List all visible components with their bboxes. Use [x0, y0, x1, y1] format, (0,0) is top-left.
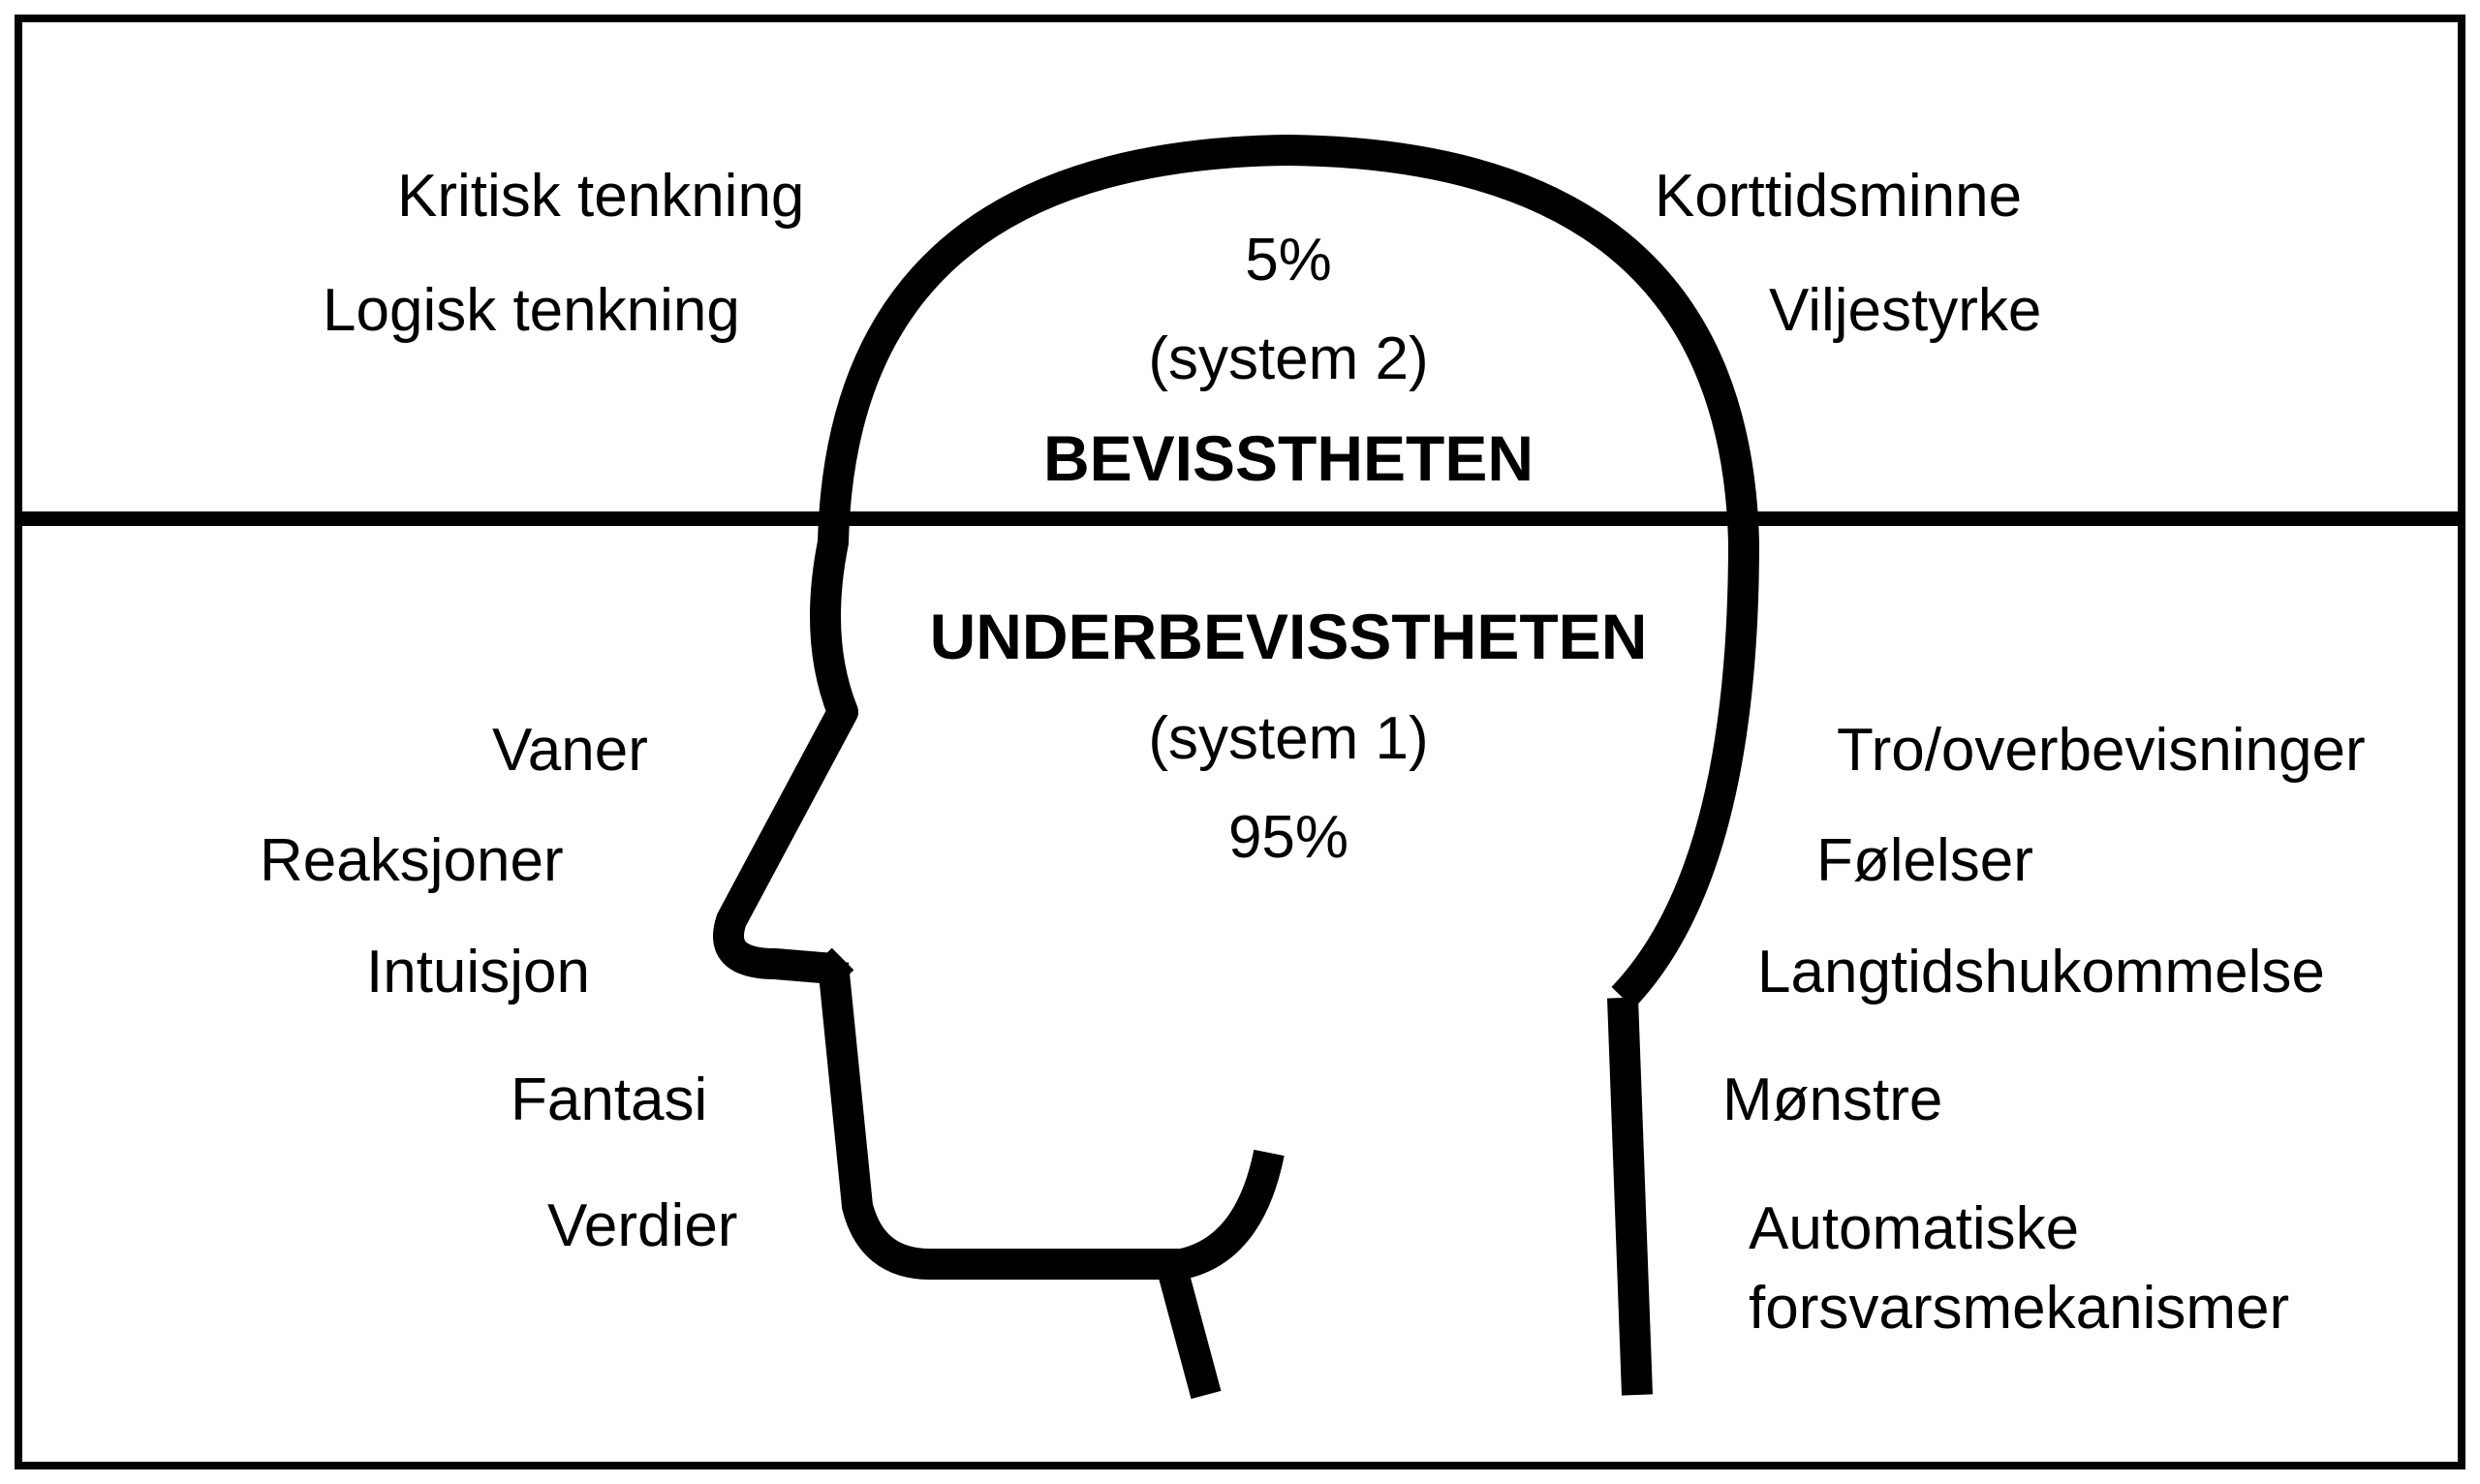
conscious-system: (system 2): [1148, 325, 1429, 392]
outer-frame: [15, 15, 2465, 1469]
chin-line: [818, 962, 1285, 1280]
subconscious-left-item: Intuisjon: [366, 939, 590, 1005]
subconscious-right-item: forsvarsmekanismer: [1749, 1275, 2290, 1342]
subconscious-system: (system 1): [1148, 705, 1429, 772]
conscious-right-item: Viljestyrke: [1769, 277, 2042, 344]
subconscious-percent: 95%: [1227, 804, 1349, 871]
conscious-left-item: Logisk tenkning: [323, 277, 740, 344]
conscious-left-item: Kritisk tenkning: [397, 163, 805, 230]
back-neck-line: [1607, 997, 1653, 1396]
conscious-right-item: Korttidsminne: [1655, 163, 2023, 230]
subconscious-right-item: Automatiske: [1749, 1195, 2080, 1262]
subconscious-left-item: Fantasi: [511, 1067, 708, 1133]
conscious-percent: 5%: [1245, 227, 1332, 294]
conscious-title: BEVISSTHETEN: [1042, 422, 1534, 494]
subconscious-left-item: Vaner: [492, 717, 648, 784]
subconscious-left-item: Verdier: [547, 1192, 738, 1259]
subconscious-title: UNDERBEVISSTHETEN: [929, 601, 1648, 672]
subconscious-right-item: Tro/overbevisninger: [1837, 717, 2366, 784]
subconscious-right-item: Langtidshukommelse: [1757, 939, 2325, 1005]
subconscious-right-item: Mønstre: [1722, 1067, 1943, 1133]
front-neck-line: [1157, 1264, 1222, 1400]
subconscious-left-item: Reaksjoner: [260, 827, 564, 894]
conscious-subconscious-divider: [15, 511, 2465, 526]
head-outline: [713, 135, 1759, 1009]
subconscious-right-item: Følelser: [1816, 827, 2033, 894]
